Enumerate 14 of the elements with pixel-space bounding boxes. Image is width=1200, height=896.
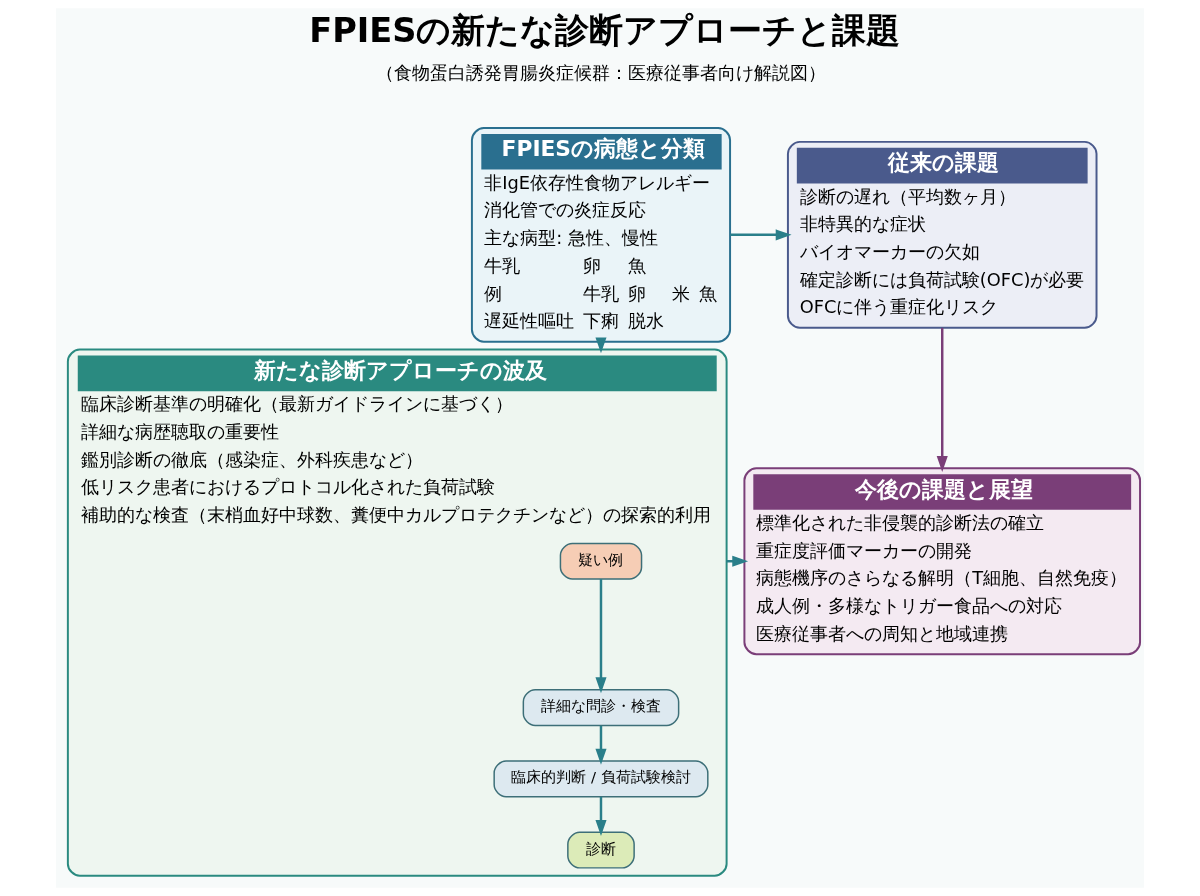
node-box: 従来の課題 診断の遅れ（平均数ヶ月） 非特異的な症状 バイオマーカーの欠如 確定診断には負荷試験(OFC)が必要 OFCに伴う重症化リスク — [786, 140, 1098, 329]
node-box: 臨床的判断 / 負荷試験検討 — [493, 760, 709, 798]
node-box: 今後の課題と展望 標準化された非侵襲的診断法の確立 重症度評価マーカーの開発 病態機序のさらなる解明（T細胞、自然免疫） 成人例・多様なトリガー食品への対応 医療従事者への周知と地域連携 — [743, 467, 1142, 656]
arrow — [595, 796, 607, 836]
arrow — [595, 337, 607, 354]
arrow — [730, 229, 792, 241]
node-box: 診断 — [567, 831, 635, 869]
arrow — [595, 725, 607, 765]
node-box: 疑い例 — [559, 542, 643, 580]
arrow — [595, 579, 607, 694]
node-box: 詳細な問診・検査 — [522, 689, 680, 727]
label: （食物蛋白誘発胃腸炎症候群：医療従事者向け解説図） — [375, 61, 826, 83]
arrow — [936, 327, 948, 472]
diagram-title: FPIESの新たな診断アプローチと課題 — [309, 11, 901, 51]
